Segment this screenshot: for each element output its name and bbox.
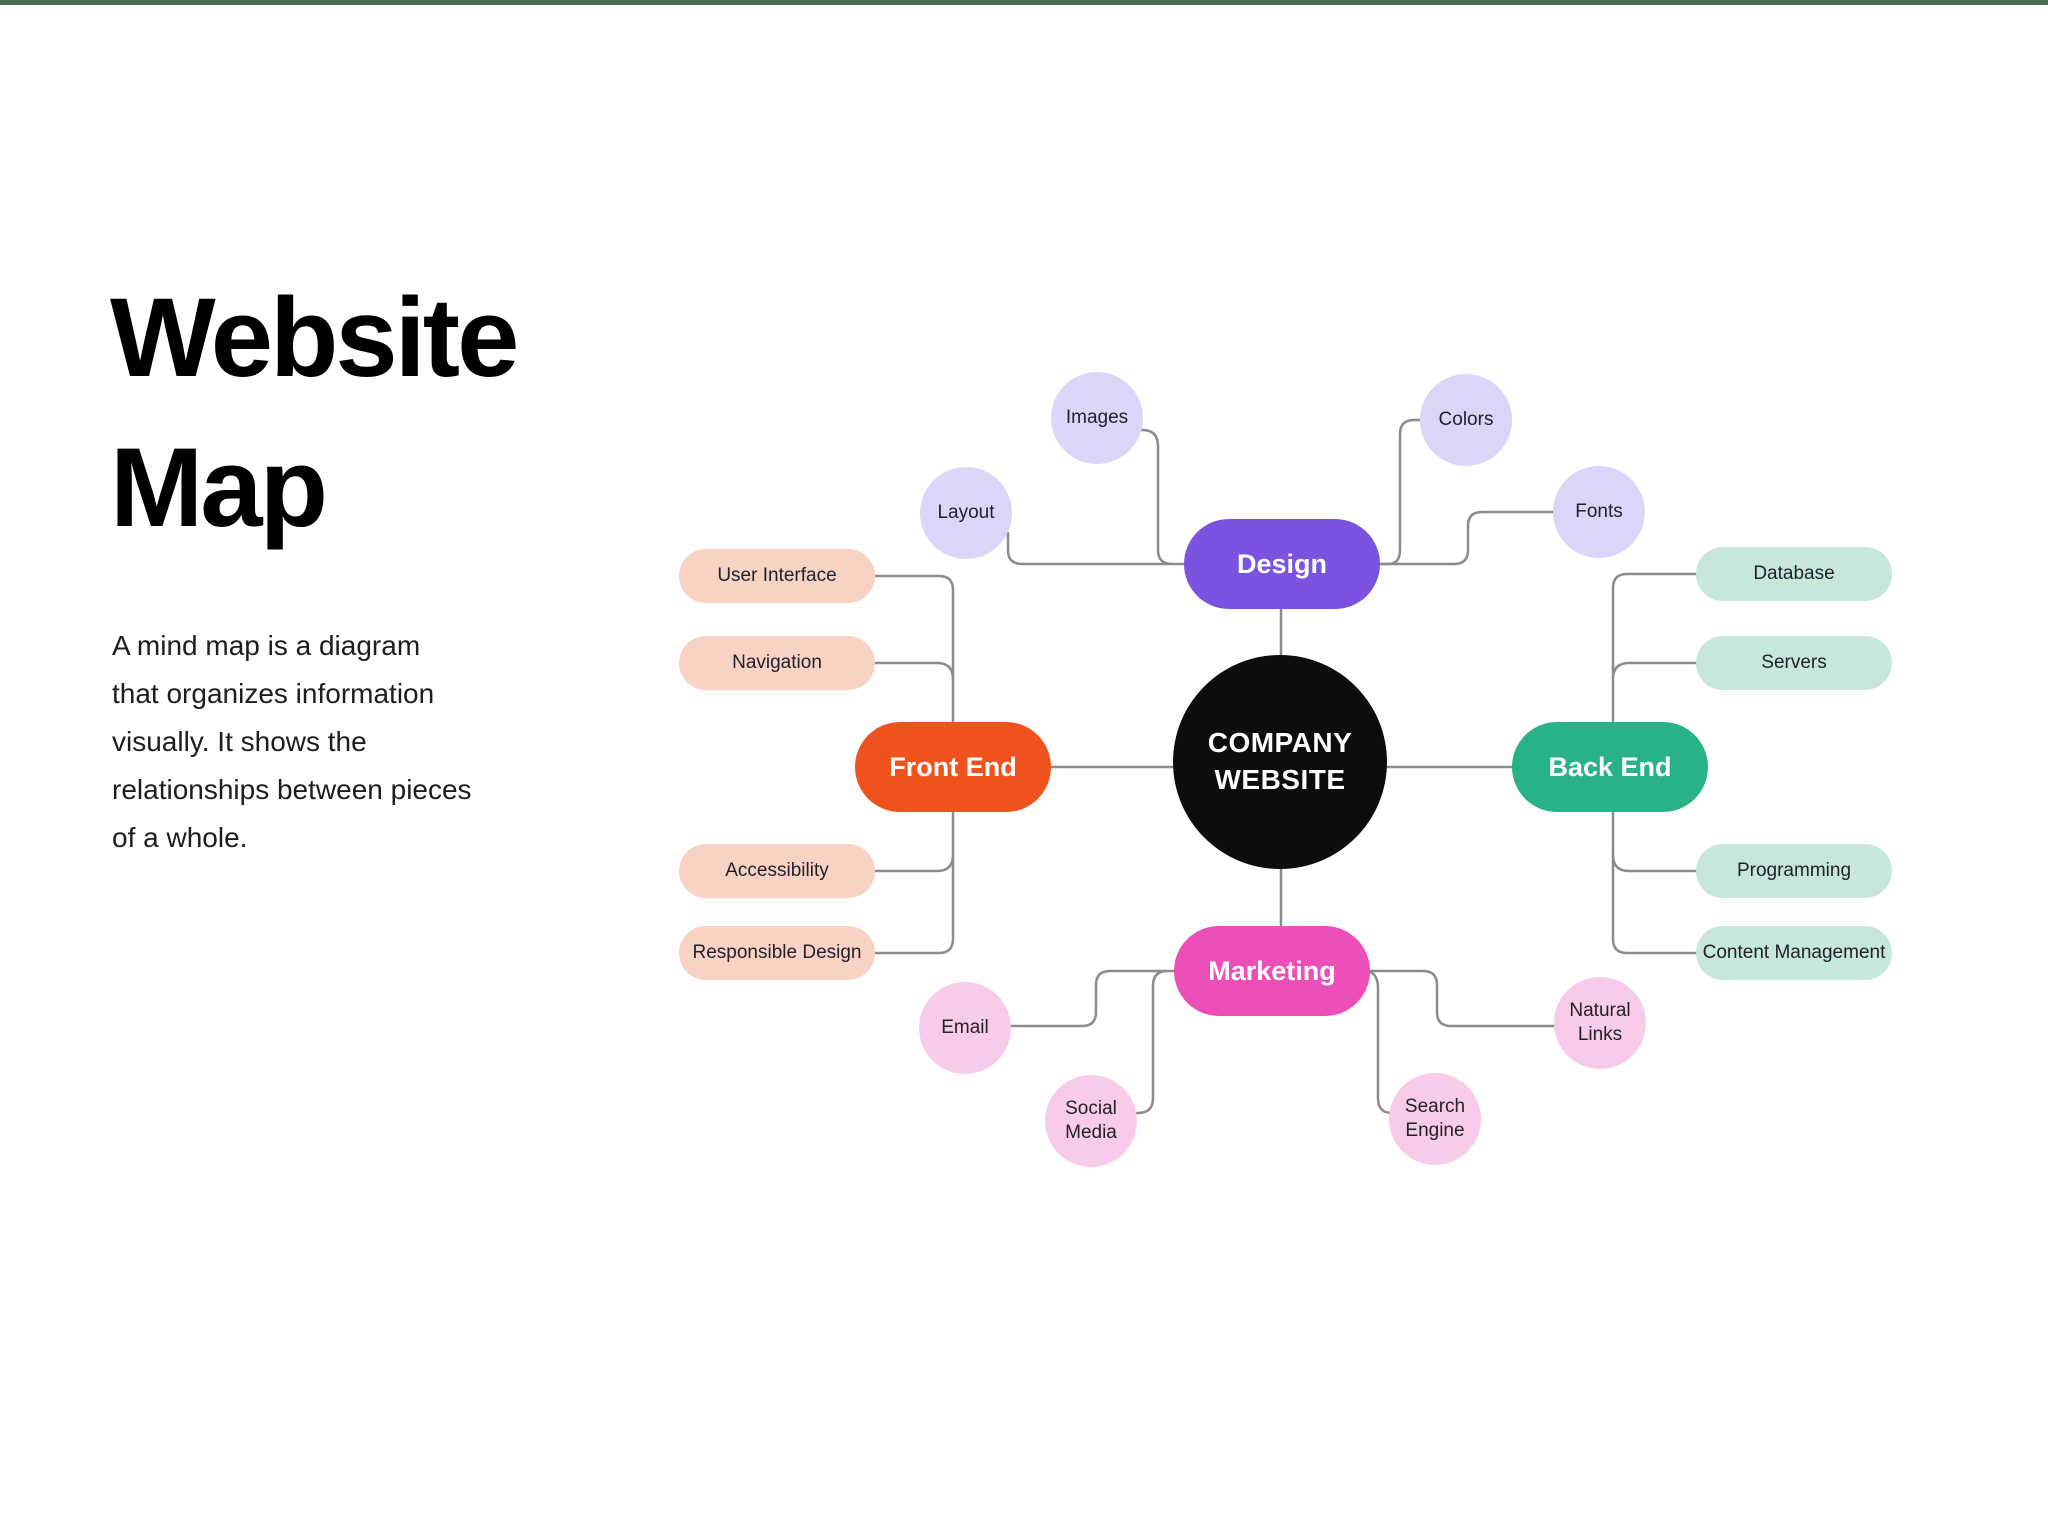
edge-marketing-search-engine: [1367, 969, 1394, 1115]
edge-backend-programming: [1611, 854, 1698, 873]
node-content-management: Content Management: [1696, 926, 1892, 980]
node-company-website: COMPANY WEBSITE: [1173, 655, 1387, 869]
node-colors: Colors: [1420, 374, 1512, 466]
edge-backend-servers: [1611, 661, 1698, 680]
node-front-end: Front End: [855, 722, 1051, 812]
node-email: Email: [919, 982, 1011, 1074]
page-description: A mind map is a diagram that organizes i…: [112, 630, 472, 853]
node-programming: Programming: [1696, 844, 1892, 898]
node-natural-links: Natural Links: [1554, 977, 1646, 1069]
node-responsible-design: Responsible Design: [679, 926, 875, 980]
node-servers: Servers: [1696, 636, 1892, 690]
edge-frontend-user-interface: [873, 574, 955, 724]
node-user-interface: User Interface: [679, 549, 875, 603]
node-navigation: Navigation: [679, 636, 875, 690]
node-fonts: Fonts: [1553, 466, 1645, 558]
node-marketing: Marketing: [1174, 926, 1370, 1016]
page-title-line-1: Website: [110, 275, 519, 400]
page-title: Website Map: [110, 263, 519, 563]
top-accent-bar: [0, 0, 2048, 5]
edge-marketing-natural-links: [1368, 969, 1558, 1028]
node-accessibility: Accessibility: [679, 844, 875, 898]
edge-marketing-social-media: [1134, 969, 1168, 1115]
node-design: Design: [1184, 519, 1380, 609]
node-images: Images: [1051, 372, 1143, 464]
edge-marketing-email: [1008, 969, 1176, 1028]
node-social-media: Social Media: [1045, 1075, 1137, 1167]
edge-frontend-navigation: [873, 661, 955, 680]
node-layout: Layout: [920, 467, 1012, 559]
edge-frontend-responsible-design: [875, 810, 955, 955]
edge-backend-database: [1611, 572, 1698, 724]
edge-design-colors: [1378, 418, 1423, 566]
edge-design-fonts: [1378, 510, 1556, 566]
edge-design-layout: [1006, 532, 1186, 566]
node-search-engine: Search Engine: [1389, 1073, 1481, 1165]
node-back-end: Back End: [1512, 722, 1708, 812]
edge-design-images: [1138, 428, 1173, 566]
node-database: Database: [1696, 547, 1892, 601]
edge-backend-content-management: [1611, 810, 1698, 955]
edge-frontend-accessibility: [875, 854, 955, 873]
page-title-line-2: Map: [110, 425, 328, 550]
